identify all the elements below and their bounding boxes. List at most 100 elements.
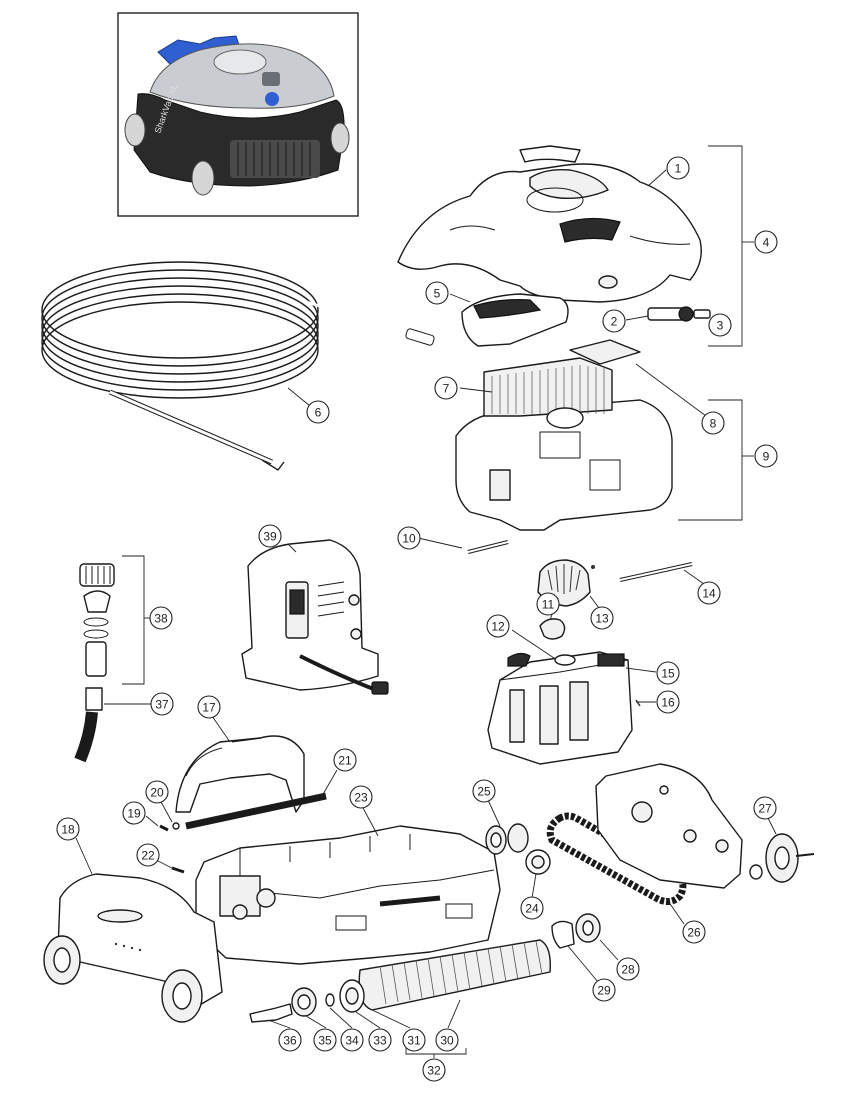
callout-12: 12 (486, 614, 510, 638)
callout-circle (306, 400, 330, 424)
callout-27: 27 (753, 796, 777, 820)
callout-label: 12 (491, 620, 505, 634)
callout-circle (754, 444, 778, 468)
callout-label: 38 (154, 612, 168, 626)
callout-label: 3 (717, 319, 724, 333)
callout-33: 33 (368, 1028, 392, 1052)
callout-label: 34 (345, 1034, 359, 1048)
callout-label: 28 (621, 963, 635, 977)
callout-23: 23 (349, 785, 373, 809)
callout-circle (697, 581, 721, 605)
callout-label: 29 (597, 984, 611, 998)
callout-label: 27 (758, 802, 772, 816)
callout-circle (701, 411, 725, 435)
callout-37: 37 (150, 692, 174, 716)
callout-7: 7 (434, 376, 458, 400)
part-17-handle (175, 735, 305, 813)
callout-13: 13 (590, 606, 614, 630)
callout-label: 30 (440, 1034, 454, 1048)
callout-1: 1 (666, 156, 690, 180)
callout-circle (536, 592, 560, 616)
callout-8: 8 (701, 411, 725, 435)
callout-9: 9 (754, 444, 778, 468)
group-brackets (122, 145, 754, 1058)
part-28-29-gears (551, 913, 601, 949)
callout-label: 25 (477, 785, 491, 799)
small-screws (159, 822, 185, 874)
callout-label: 16 (661, 696, 675, 710)
callout-35: 35 (313, 1028, 337, 1052)
callout-39: 39 (258, 524, 282, 548)
callout-label: 2 (611, 315, 618, 329)
callout-circle (486, 614, 510, 638)
callout-circle (397, 526, 421, 550)
callout-label: 21 (338, 754, 352, 768)
callout-circle (666, 156, 690, 180)
callout-11: 11 (536, 592, 560, 616)
callout-circle (602, 309, 626, 333)
callout-label: 32 (427, 1064, 441, 1078)
callout-label: 5 (434, 287, 441, 301)
callout-circle (197, 695, 221, 719)
callout-label: 1 (675, 162, 682, 176)
callout-31: 31 (402, 1028, 426, 1052)
callout-20: 20 (145, 780, 169, 804)
callout-14: 14 (697, 581, 721, 605)
part-5-button-cover (461, 293, 569, 347)
callout-label: 14 (702, 587, 716, 601)
callout-circle (333, 748, 357, 772)
part-21-axle (185, 792, 327, 830)
callout-38: 38 (149, 606, 173, 630)
callout-circle (520, 896, 544, 920)
callout-label: 37 (155, 698, 169, 712)
callout-25: 25 (472, 779, 496, 803)
part-24-25-bushings (485, 823, 551, 875)
callout-circle (149, 606, 173, 630)
callout-19: 19 (122, 801, 146, 825)
callout-circle (708, 313, 732, 337)
callout-label: 24 (525, 902, 539, 916)
callout-circle (258, 524, 282, 548)
callout-circle (753, 796, 777, 820)
part-9-filter-assembly (455, 339, 673, 531)
callout-circle (425, 281, 449, 305)
callout-label: 7 (443, 382, 450, 396)
callout-label: 36 (283, 1034, 297, 1048)
part-37-hose-end (74, 687, 103, 763)
callout-circle (616, 957, 640, 981)
part-38-swivel-kit (79, 563, 115, 677)
callout-circle (656, 661, 680, 685)
part-1-top-cover (397, 145, 702, 303)
callout-circle (340, 1028, 364, 1052)
part-18-side-panel (43, 873, 223, 1023)
callout-18: 18 (56, 817, 80, 841)
callout-5: 5 (425, 281, 449, 305)
part-2-3-clip (647, 306, 711, 322)
callout-label: 18 (61, 823, 75, 837)
callout-circle (278, 1028, 302, 1052)
callout-label: 10 (402, 532, 416, 546)
callout-circle (145, 780, 169, 804)
callout-34: 34 (340, 1028, 364, 1052)
callout-label: 11 (542, 598, 555, 612)
callout-26: 26 (682, 920, 706, 944)
callout-circle (435, 1028, 459, 1052)
callout-16: 16 (656, 690, 680, 714)
callout-10: 10 (397, 526, 421, 550)
callout-circle (434, 376, 458, 400)
callout-4: 4 (754, 230, 778, 254)
callout-label: 23 (354, 791, 368, 805)
callout-circle (682, 920, 706, 944)
callout-label: 33 (373, 1034, 387, 1048)
part-10-pin (467, 540, 509, 554)
callout-label: 39 (263, 530, 277, 544)
leader-lines (75, 169, 777, 1029)
callout-17: 17 (197, 695, 221, 719)
callout-circle (472, 779, 496, 803)
callout-label: 4 (763, 236, 770, 250)
part-27-wheel (749, 833, 815, 883)
callout-28: 28 (616, 957, 640, 981)
